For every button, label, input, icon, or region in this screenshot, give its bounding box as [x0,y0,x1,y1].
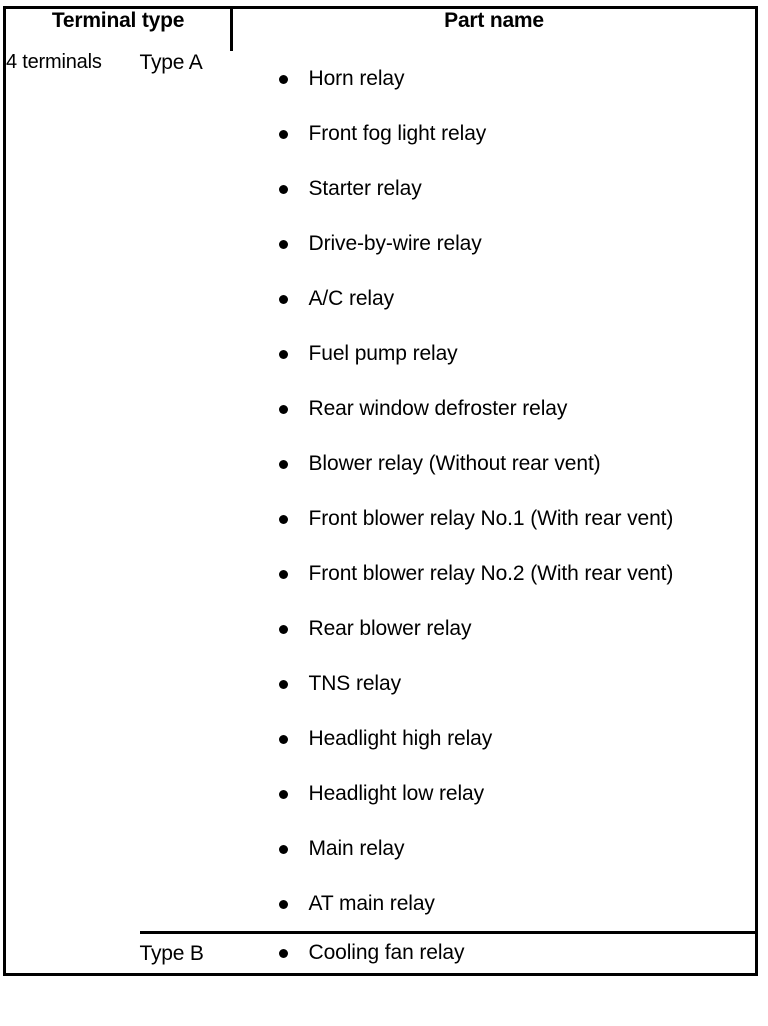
bullet-point-icon [278,900,288,909]
list-item: Cooling fan relay [232,938,756,968]
relay-specification-table: Terminal type Part name 4 terminals Type… [3,6,759,976]
table-body: 4 terminals Type A Horn relay Front fog … [4,51,757,975]
list-item-label: Front blower relay No.2 (With rear vent) [308,562,674,585]
list-item: Headlight low relay [232,779,756,809]
list-item-label: Headlight high relay [308,727,493,750]
list-item: Starter relay [232,174,756,204]
list-item: A/C relay [232,284,756,314]
cell-terminal-type: 4 terminals [4,51,140,975]
cell-type-label-b: Type B [139,931,232,975]
relay-list-type-b: Cooling fan relay [232,934,756,973]
bullet-point-icon [278,625,288,634]
bullet-point-icon [278,185,288,194]
list-item: Main relay [232,834,756,864]
bullet-point-icon [278,845,288,854]
column-header-terminal-type: Terminal type [4,7,232,51]
list-item-label: Horn relay [308,67,405,90]
cell-type-label-a: Type A [139,51,232,933]
list-item: Front blower relay No.1 (With rear vent) [232,504,756,534]
bullet-point-icon [278,405,288,414]
list-item: Front fog light relay [232,119,756,149]
list-item: Front blower relay No.2 (With rear vent) [232,559,756,589]
list-item-label: Drive-by-wire relay [308,232,482,255]
column-header-part-name: Part name [230,7,757,51]
list-item-label: Starter relay [308,177,422,200]
list-item: Rear window defroster relay [232,394,756,424]
list-item-label: TNS relay [308,672,402,695]
list-item-label: Blower relay (Without rear vent) [308,452,601,475]
list-item: Rear blower relay [232,614,756,644]
list-item: Horn relay [232,64,756,94]
list-item-label: Rear window defroster relay [308,397,568,420]
bullet-point-icon [278,350,288,359]
list-item-label: AT main relay [308,892,435,915]
list-item: Blower relay (Without rear vent) [232,449,756,479]
bullet-point-icon [278,460,288,469]
table-header: Terminal type Part name [4,7,757,51]
cell-part-names-a: Horn relay Front fog light relay Starter… [231,51,757,933]
bullet-point-icon [278,790,288,799]
list-item: Drive-by-wire relay [232,229,756,259]
bullet-point-icon [278,295,288,304]
relay-list-type-a: Horn relay Front fog light relay Starter… [232,51,756,931]
list-item-label: Fuel pump relay [308,342,458,365]
bullet-point-icon [278,735,288,744]
list-item-label: A/C relay [308,287,395,310]
bullet-point-icon [278,949,288,958]
list-item-label: Front fog light relay [308,122,487,145]
list-item-label: Cooling fan relay [308,941,465,964]
list-item-label: Headlight low relay [308,782,485,805]
table-row: 4 terminals Type A Horn relay Front fog … [4,51,757,975]
bullet-point-icon [278,130,288,139]
list-item: TNS relay [232,669,756,699]
cell-part-names-b: Cooling fan relay [231,931,757,975]
list-item: Fuel pump relay [232,339,756,369]
header-row: Terminal type Part name [4,7,757,51]
bullet-point-icon [278,570,288,579]
list-item: AT main relay [232,889,756,919]
table-row: Type B Cooling fan relay [5,931,757,975]
bullet-point-icon [278,240,288,249]
list-item-label: Main relay [308,837,405,860]
list-item: Headlight high relay [232,724,756,754]
bullet-point-icon [278,680,288,689]
list-item-label: Front blower relay No.1 (With rear vent) [308,507,674,530]
bullet-point-icon [278,75,288,84]
bullet-point-icon [278,515,288,524]
list-item-label: Rear blower relay [308,617,472,640]
